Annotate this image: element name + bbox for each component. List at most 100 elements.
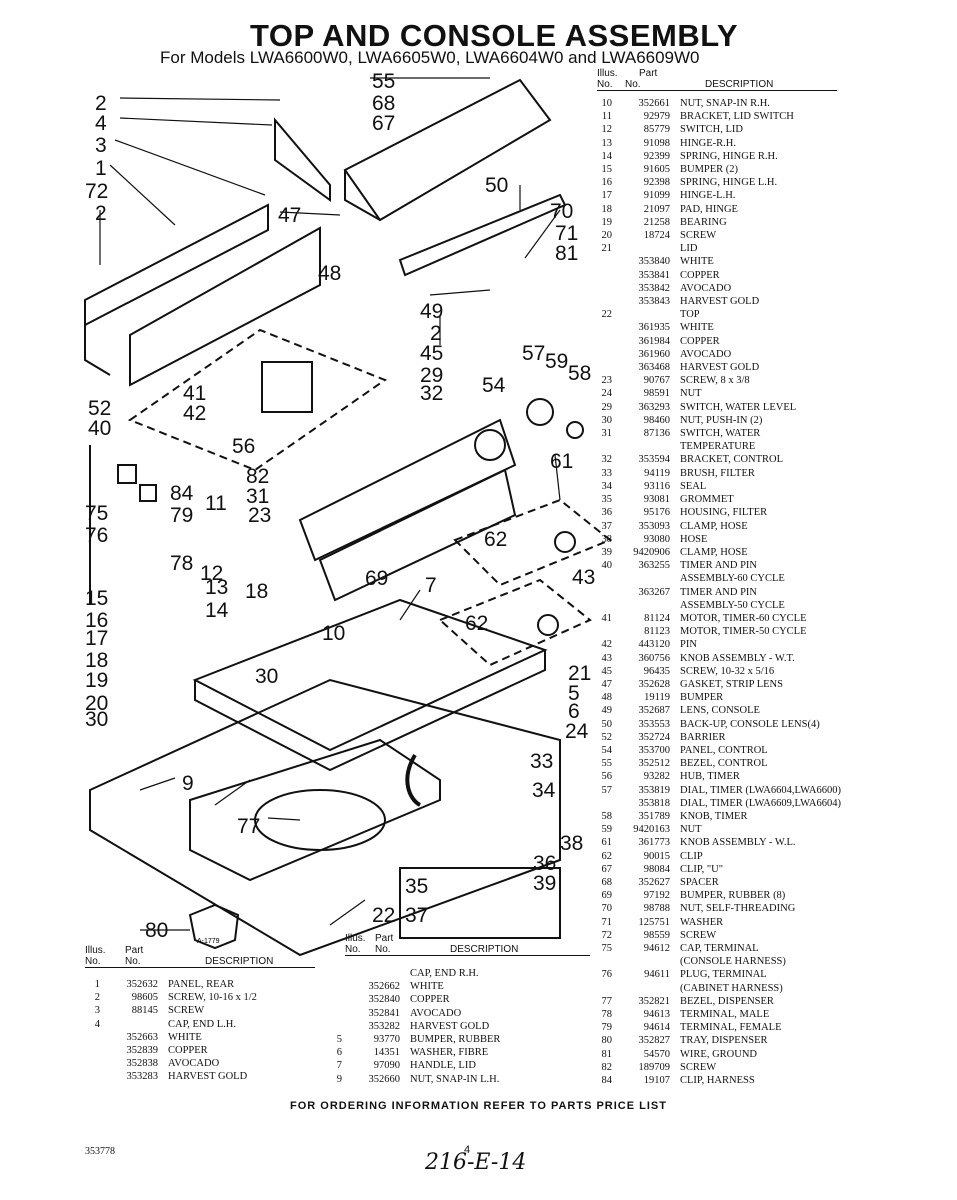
part-description: AVOCADO (680, 348, 732, 360)
left-header-no: No. (85, 956, 101, 967)
callout-label: 81 (555, 242, 578, 265)
part-number: 360756 (638, 652, 671, 664)
top-shape (89, 678, 561, 957)
illus-number: 37 (601, 520, 613, 532)
illus-number: 13 (601, 137, 613, 149)
timer-knob-shape (566, 421, 584, 439)
part-number: 98559 (643, 929, 670, 941)
dispenser-tray-shape (188, 903, 240, 950)
timer-shape (261, 361, 313, 413)
part-number: 352840 (368, 994, 401, 1006)
part-description: BEZEL, CONTROL (680, 758, 768, 770)
part-number: 352663 (126, 1031, 159, 1043)
part-number: 352628 (638, 678, 671, 690)
illus-number: 43 (601, 652, 613, 664)
illus-number: 71 (601, 916, 613, 928)
part-number: 98788 (643, 903, 670, 915)
callout-label: 17 (85, 627, 108, 650)
part-number: 19107 (643, 1075, 670, 1087)
terminal-cap-shape (117, 464, 137, 484)
illus-number: 2 (94, 992, 100, 1004)
part-description: LENS, CONSOLE (680, 705, 760, 717)
part-description: WHITE (680, 322, 714, 334)
end-cap-shape (274, 117, 331, 202)
part-description: NUT (680, 388, 702, 400)
callout-label: 2 (95, 202, 107, 225)
part-number: 352627 (638, 876, 671, 888)
part-number: 95176 (643, 507, 670, 519)
control-bracket-shape (298, 418, 517, 562)
callout-label: 15 (85, 587, 108, 610)
callout-label: 1 (95, 157, 107, 180)
page-number: 4 (464, 1144, 471, 1156)
part-description: ASSEMBLY-60 CYCLE (680, 573, 785, 585)
rear-panel-edge (84, 300, 111, 376)
callout-label: 77 (237, 815, 260, 838)
illus-number: 6 (336, 1047, 342, 1059)
part-description: COPPER (680, 269, 720, 281)
part-row: ASSEMBLY-50 CYCLE (590, 599, 841, 612)
part-number: 93770 (373, 1034, 400, 1046)
part-number: 87136 (643, 428, 670, 440)
illus-number: 7 (336, 1060, 342, 1072)
callout-label: 18 (245, 580, 268, 603)
part-number: 18724 (643, 230, 670, 242)
part-number: 353553 (638, 718, 671, 730)
part-number: 21258 (643, 216, 670, 228)
part-number: 90767 (643, 375, 670, 387)
part-number: 92399 (643, 150, 670, 162)
header-part-no: No. (625, 79, 641, 90)
part-number: 98460 (643, 414, 670, 426)
part-description: KNOB ASSEMBLY - W.L. (680, 837, 796, 849)
part-row: TEMPERATURE (590, 440, 841, 453)
part-number: 352662 (368, 981, 401, 993)
part-number: 352827 (638, 1035, 671, 1047)
part-description: BRUSH, FILTER (680, 467, 755, 479)
part-description: SWITCH, LID (680, 124, 743, 136)
part-description: CAP, END L.H. (168, 1018, 236, 1030)
illus-number: 58 (601, 810, 613, 822)
part-row: (CONSOLE HARNESS) (590, 955, 841, 968)
part-description: CLIP (680, 850, 703, 862)
callout-label: 78 (170, 552, 193, 575)
illus-number: 18 (601, 203, 613, 215)
part-row: ASSEMBLY-60 CYCLE (590, 572, 841, 585)
callout-label: 69 (365, 567, 388, 590)
illus-number: 24 (601, 388, 613, 400)
part-number: 98084 (643, 863, 670, 875)
part-description: HARVEST GOLD (680, 296, 760, 308)
rear-panel-shape (84, 203, 269, 327)
callout-label: 42 (183, 402, 206, 425)
callout-label: 71 (555, 222, 578, 245)
part-number: 353841 (638, 269, 671, 281)
illus-number: 1 (94, 979, 100, 990)
illus-number: 45 (601, 665, 613, 677)
callout-label: 24 (565, 720, 589, 743)
callout-label: 56 (232, 435, 255, 458)
part-number: 352661 (638, 98, 671, 109)
part-number: 94119 (644, 467, 670, 479)
timer-dial-shape (526, 398, 554, 426)
part-description: CLIP, "U" (680, 863, 723, 875)
part-description: NUT, PUSH-IN (2) (680, 414, 763, 426)
part-description: COPPER (168, 1045, 208, 1057)
part-description: BRACKET, CONTROL (680, 454, 784, 466)
